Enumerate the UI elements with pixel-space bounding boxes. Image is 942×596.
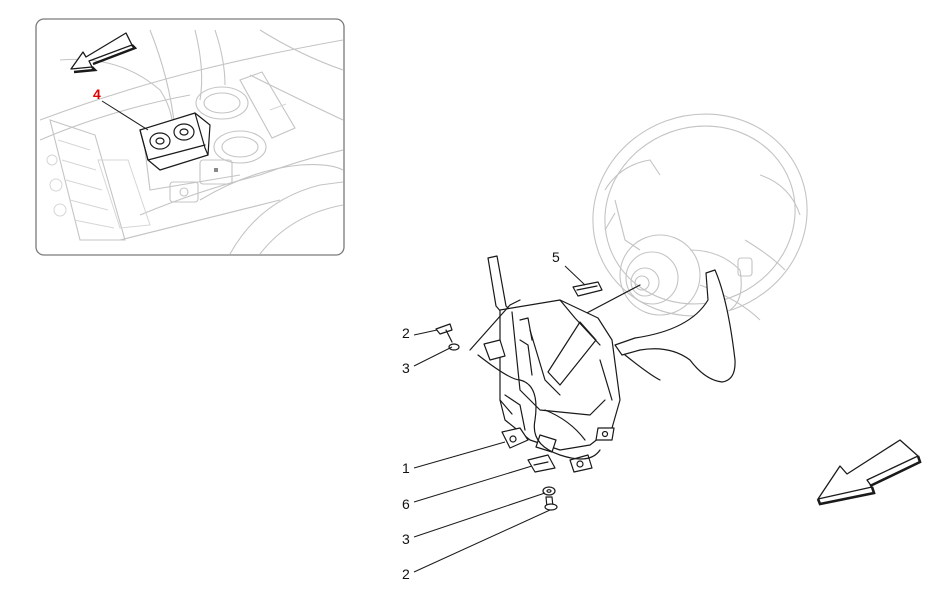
callout-3-upper: 3 (402, 360, 410, 376)
callout-2-lower: 2 (402, 566, 410, 582)
steering-column-bracket (469, 255, 736, 473)
main-direction-arrow-icon (816, 439, 922, 506)
inset-callout-label: 4 (93, 86, 101, 102)
steering-wheel-ghost (592, 113, 808, 321)
callout-2-upper: 2 (402, 325, 410, 341)
callout-3-lower: 3 (402, 531, 410, 547)
inset-part-4-switch-block (139, 112, 211, 171)
callout-6: 6 (402, 496, 410, 512)
callout-5: 5 (552, 249, 560, 265)
callout-1: 1 (402, 460, 410, 476)
part-2-upper-screw (435, 323, 453, 343)
part-3-upper-washer (448, 343, 460, 351)
inset-leader-4 (101, 100, 149, 131)
inset-panel: 4 (35, 18, 345, 256)
part-5-clip (572, 281, 603, 297)
inset-direction-arrow-icon (70, 32, 138, 74)
part-6-clip (527, 454, 556, 473)
part-3-lower-washer (542, 486, 556, 496)
part-2-lower-screw (544, 496, 558, 511)
